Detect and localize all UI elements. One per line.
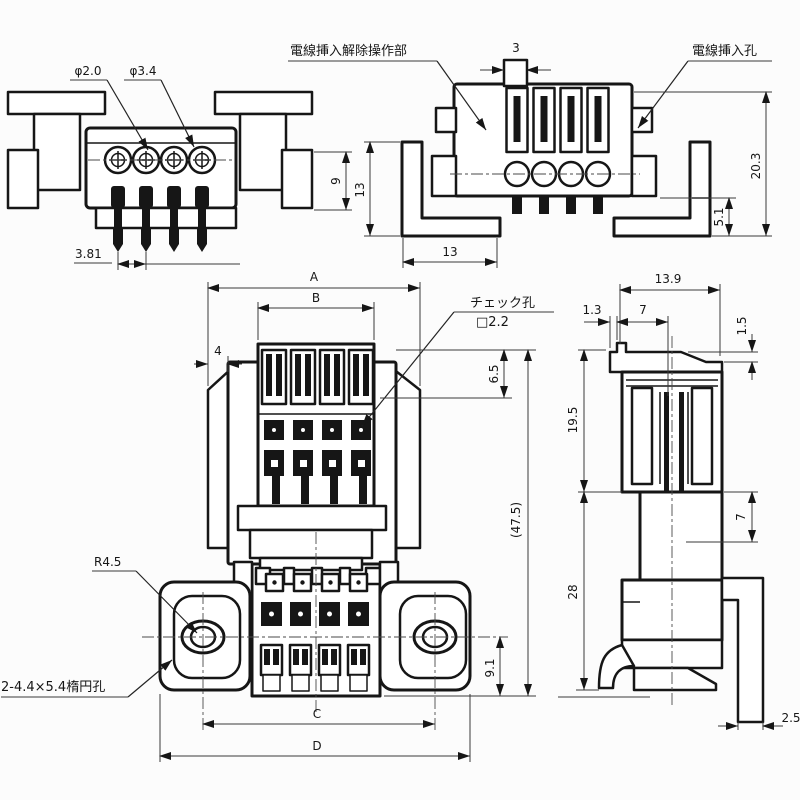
edge-value: 9.1	[483, 658, 497, 677]
offset13-dimension: 1.3	[582, 303, 618, 348]
total-height-dimension: 20.3	[634, 91, 772, 236]
front-view: φ2.0 φ3.4 3.81	[6, 64, 314, 270]
side-top-tab	[502, 58, 529, 88]
a-dimension: A	[207, 270, 421, 386]
a-value: A	[310, 270, 319, 284]
c-dimension: C	[202, 707, 435, 728]
base-dimension: 13	[402, 238, 498, 268]
oval-hole-label: 2-4.4×5.4楕円孔	[1, 680, 105, 695]
dia-small-callout: φ2.0	[70, 64, 149, 151]
dia-large-callout: φ3.4	[124, 64, 195, 148]
right-lower-block	[638, 490, 724, 582]
height-value: 13	[353, 182, 367, 197]
tab-dimension: 3	[480, 41, 551, 74]
wire-hole-callout: 電線挿入孔	[637, 43, 772, 129]
lower-dot-squares	[264, 572, 369, 593]
top7-dimension: 7	[616, 303, 669, 396]
overall-value: (47.5)	[509, 502, 523, 538]
offset-dimension: 9	[314, 151, 352, 211]
pitch-value: 3.81	[75, 247, 102, 261]
base-value: 13	[442, 245, 457, 259]
radius-label: R4.5	[94, 555, 121, 569]
right-bottom-lip	[632, 666, 718, 692]
step-dimension: 5.1	[660, 197, 772, 237]
side-slots	[505, 86, 610, 154]
overhang-dimension: 4	[194, 344, 242, 372]
edge-dimension: 9.1	[483, 636, 504, 696]
foot-dimension: 2.5	[718, 711, 800, 730]
height-dimension: 13	[353, 141, 400, 237]
mid7-dimension: 7	[686, 491, 758, 543]
dia-large-label: φ3.4	[130, 64, 157, 78]
lower-contact-slots	[259, 643, 371, 692]
b-value: B	[312, 291, 320, 305]
lower-dark-squares	[261, 602, 369, 626]
check-hole-size: □2.2	[476, 315, 509, 330]
check-hole-label: チェック孔	[470, 296, 535, 311]
b-dimension: B	[257, 291, 375, 340]
d-value: D	[312, 739, 321, 753]
lower-value: 28	[566, 584, 580, 599]
right-rail-foot	[720, 576, 765, 724]
offset-value: 9	[329, 177, 343, 185]
top7-value: 7	[639, 303, 647, 317]
lower-dimension: 28	[566, 491, 599, 691]
overhang-value: 4	[214, 344, 222, 358]
lip-dimension: 1.5	[688, 316, 758, 380]
side-view: 電線挿入解除操作部 電線挿入孔 3 13 9	[288, 41, 772, 268]
depth-value: 6.5	[487, 364, 501, 383]
depth-dimension: 6.5	[380, 349, 536, 399]
tab-value: 3	[512, 41, 520, 55]
offset13-value: 1.3	[582, 303, 601, 317]
width-value: 13.9	[655, 272, 682, 286]
foot-value: 2.5	[781, 711, 800, 725]
radius-callout: R4.5	[92, 555, 198, 634]
release-callout: 電線挿入解除操作部	[288, 43, 487, 131]
front-pins	[111, 186, 209, 252]
right-cap	[608, 341, 724, 374]
base-left	[400, 140, 502, 238]
contact-holes-row	[264, 450, 371, 504]
pitch-dimension: 3.81	[74, 247, 240, 270]
wire-hole-label: 電線挿入孔	[692, 43, 757, 59]
release-label: 電線挿入解除操作部	[290, 43, 407, 59]
c-value: C	[313, 707, 321, 721]
plan-slots	[260, 348, 375, 406]
right-side-view: 13.9 1.3 7 1.5 19.5 28	[558, 272, 800, 730]
base-right	[612, 140, 712, 238]
plan-view: A B 4 チェック孔 □2.2 6.5 (4	[1, 270, 554, 762]
oval-hole-callout: 2-4.4×5.4楕円孔	[1, 659, 173, 698]
dia-small-label: φ2.0	[75, 64, 102, 78]
lip-value: 1.5	[735, 316, 749, 335]
overall-dimension: (47.5)	[384, 349, 536, 697]
d-dimension: D	[159, 694, 471, 762]
upper-value: 19.5	[566, 407, 580, 434]
right-foot-curve	[597, 643, 636, 690]
check-hole-callout: チェック孔 □2.2	[361, 296, 554, 427]
width-dimension: 13.9	[619, 272, 721, 356]
step-value: 5.1	[712, 207, 726, 226]
mid7-value: 7	[734, 513, 748, 521]
total-height-value: 20.3	[749, 153, 763, 180]
